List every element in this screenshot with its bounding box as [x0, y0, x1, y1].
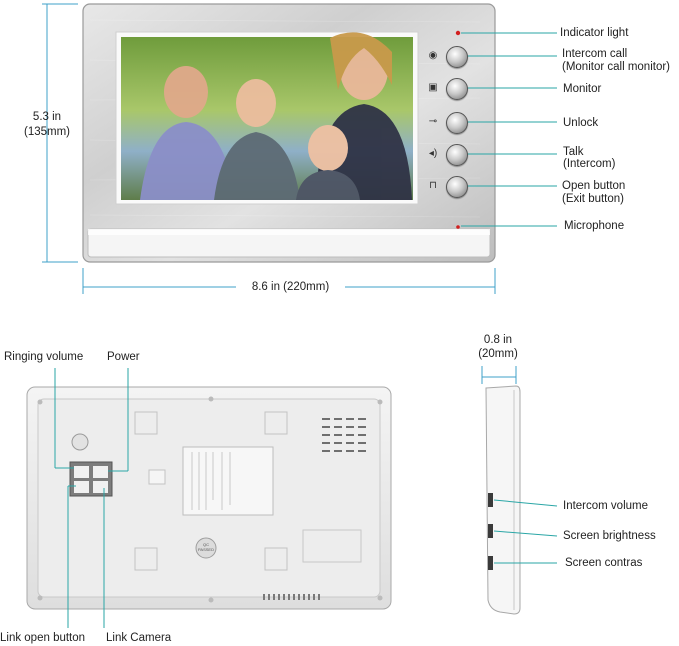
intercom-call-button[interactable]: [446, 46, 468, 68]
label-microphone: Microphone: [564, 220, 625, 232]
height-dimension-mm: (135mm): [23, 126, 70, 138]
indicator-led: [455, 30, 461, 36]
label-intercom-volume: Intercom volume: [563, 500, 649, 512]
label-power: Power: [107, 351, 140, 363]
qc-sticker-text: QC PASSED: [198, 542, 214, 552]
label-screen-contras: Screen contras: [565, 557, 643, 569]
qc-sticker: [195, 537, 217, 559]
label-talk: Talk: [563, 146, 584, 158]
label-indicator-light: Indicator light: [560, 27, 629, 39]
label-intercom-call: Intercom call: [562, 48, 628, 60]
label-open-button: Open button: [562, 180, 626, 192]
label-open-button-sub: (Exit button): [562, 193, 624, 205]
side-button-intercom: [488, 493, 493, 507]
open-button[interactable]: [446, 176, 468, 198]
label-screen-brightness: Screen brightness: [563, 530, 656, 542]
label-intercom-call-sub: (Monitor call monitor): [562, 61, 670, 73]
unlock-button[interactable]: [446, 112, 468, 134]
target-icon: ◉: [428, 50, 438, 61]
key-icon: ⊸: [428, 116, 438, 127]
vent-grill: [322, 418, 366, 452]
depth-dimension-mm: (20mm): [478, 348, 518, 360]
screen-photo: [140, 32, 412, 200]
padlock-icon: ⊓: [429, 180, 437, 191]
width-dimension: 8.6 in (220mm): [251, 281, 330, 293]
speaker-icon: ◂): [428, 148, 438, 159]
depth-dimension-in: 0.8 in: [483, 334, 513, 346]
label-talk-sub: (Intercom): [563, 158, 616, 170]
ringing-volume-knob: [71, 433, 89, 451]
side-button-brightness: [488, 524, 493, 538]
monitor-button[interactable]: [446, 78, 468, 100]
label-link-open-button: Link open button: [0, 632, 86, 644]
label-unlock: Unlock: [563, 117, 599, 129]
back-label-plate: [182, 446, 274, 516]
talk-button[interactable]: [446, 144, 468, 166]
side-button-contrast: [488, 556, 493, 570]
camera-icon: ▣: [428, 82, 438, 93]
label-link-camera: Link Camera: [106, 632, 172, 644]
label-monitor: Monitor: [563, 83, 602, 95]
side-profile: [485, 385, 521, 615]
microphone-hole: [456, 225, 460, 229]
label-ringing-volume: Ringing volume: [4, 351, 84, 363]
height-dimension-in: 5.3 in: [32, 111, 62, 123]
